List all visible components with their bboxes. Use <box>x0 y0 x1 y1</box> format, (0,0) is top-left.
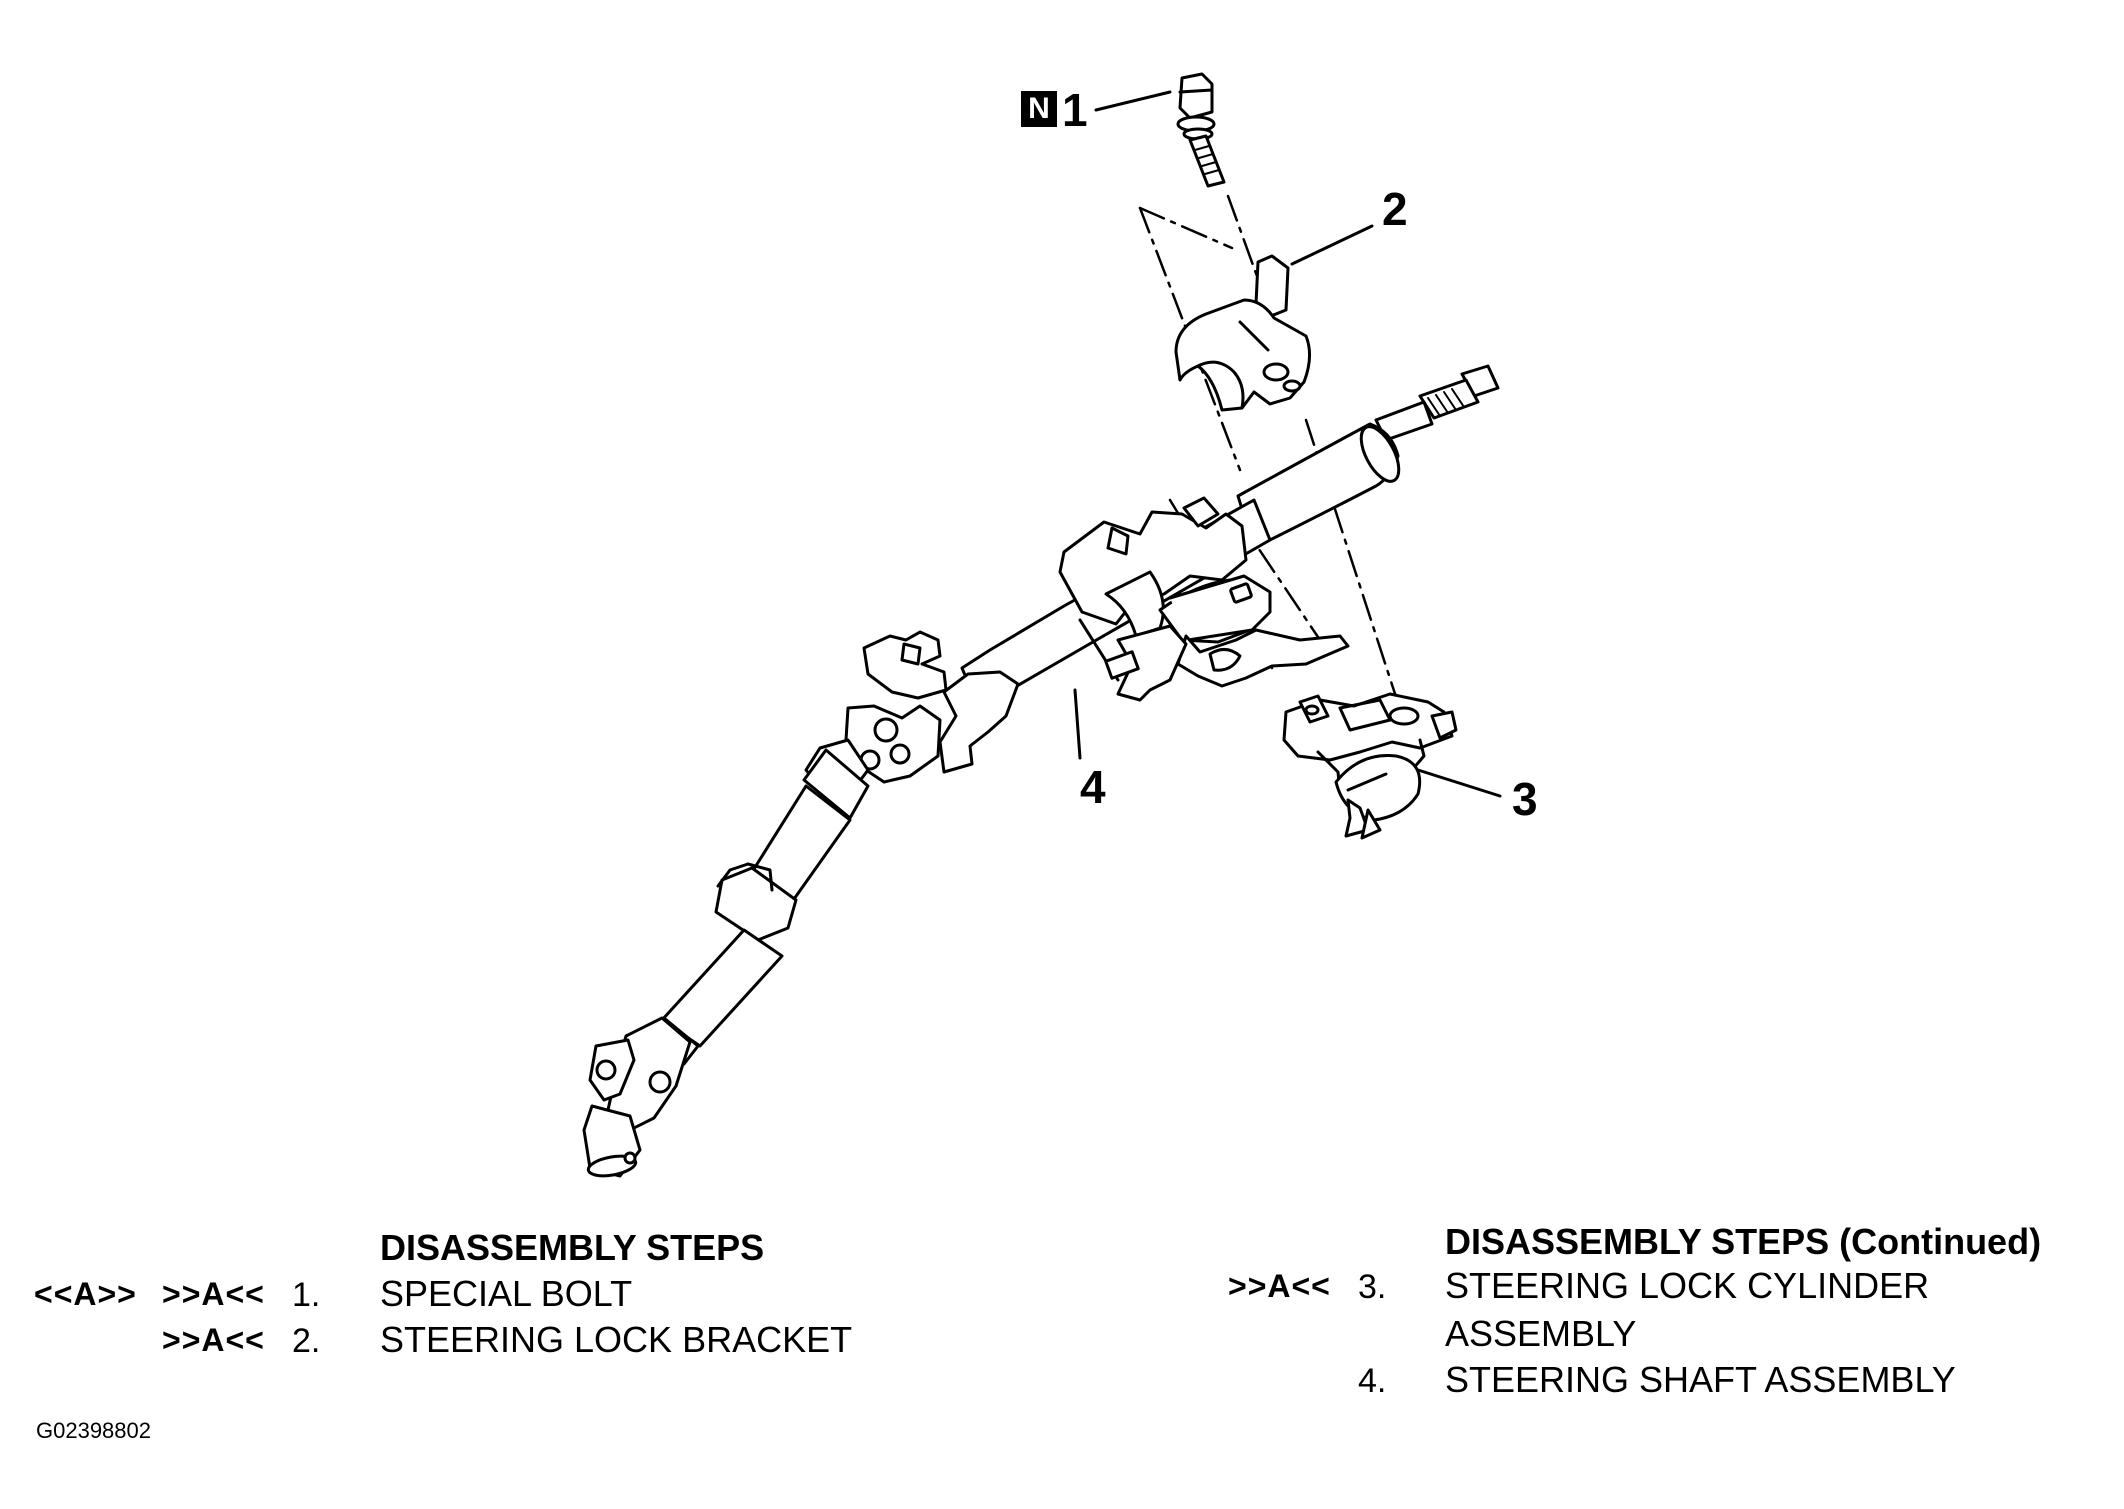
torque-note-badge: N <box>1021 91 1057 127</box>
step-code-a: <<A>> <box>34 1276 137 1312</box>
lower-universal-joint <box>582 1016 692 1178</box>
callout-1: 1 <box>1062 84 1088 136</box>
step-number: 1. <box>292 1276 321 1314</box>
step-label: STEERING LOCK CYLINDER <box>1445 1265 1930 1306</box>
callout-4: 4 <box>1080 761 1106 813</box>
steps-title: DISASSEMBLY STEPS <box>380 1227 765 1268</box>
step-label-continued: ASSEMBLY <box>1445 1313 1637 1354</box>
steering-lock-cylinder-part <box>1282 692 1458 840</box>
intermediate-shaft <box>648 748 870 1066</box>
step-label: STEERING SHAFT ASSEMBLY <box>1445 1359 1956 1400</box>
step-label: SPECIAL BOLT <box>380 1273 633 1314</box>
special-bolt-part <box>1176 72 1226 188</box>
steps-title: DISASSEMBLY STEPS (Continued) <box>1445 1221 2042 1262</box>
step-label: STEERING LOCK BRACKET <box>380 1319 853 1360</box>
callout-3: 3 <box>1512 773 1538 825</box>
leader-lines <box>1073 90 1502 798</box>
callout-2: 2 <box>1382 183 1408 235</box>
step-number: 2. <box>292 1322 321 1360</box>
step-code: >>A<< <box>1228 1268 1331 1304</box>
figure-id: G02398802 <box>36 1418 151 1443</box>
column-mounting-bracket <box>1058 496 1350 702</box>
step-number: 4. <box>1358 1362 1387 1400</box>
step-code-b: >>A<< <box>162 1322 265 1358</box>
column-lower-brackets <box>862 630 1020 774</box>
step-number: 3. <box>1358 1268 1387 1306</box>
steering-lock-bracket-part <box>1174 254 1311 412</box>
step-code-b: >>A<< <box>162 1276 265 1312</box>
